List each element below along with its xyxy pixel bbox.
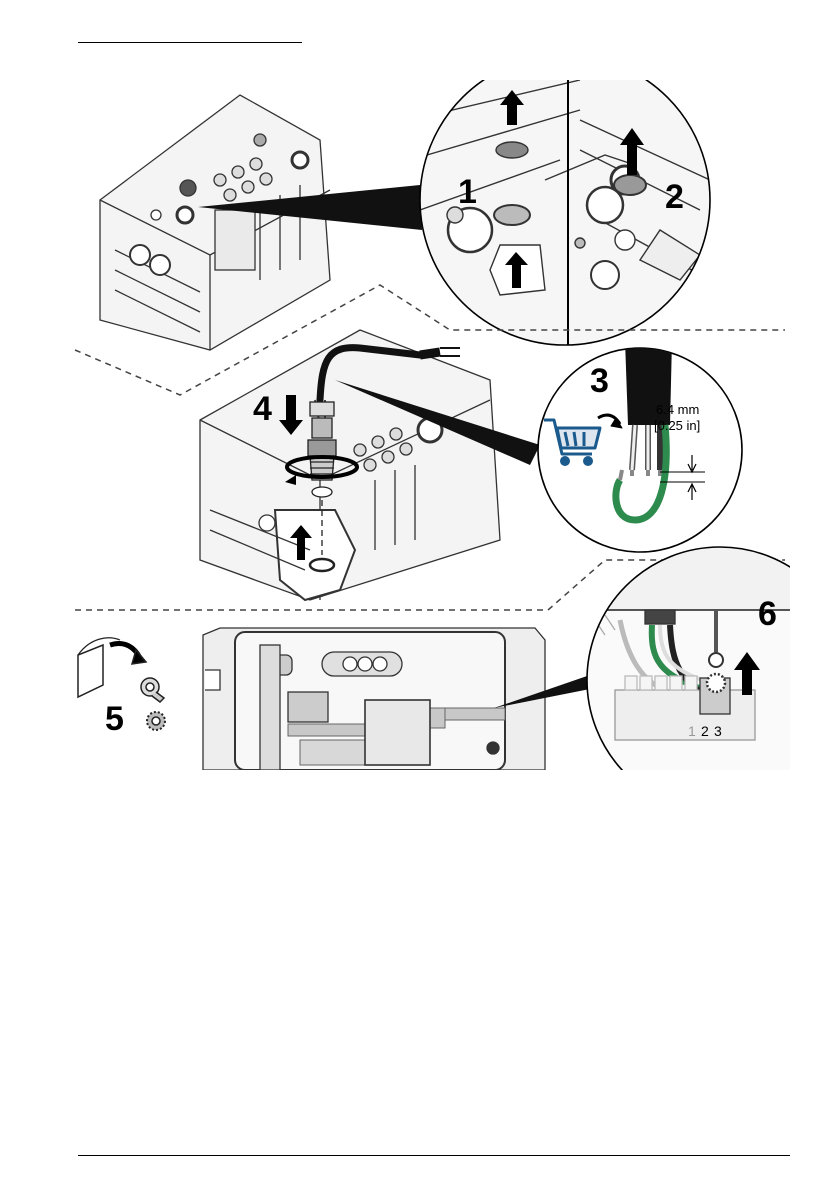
enclosure-open-interior — [203, 628, 545, 770]
step-number-3: 3 — [590, 362, 609, 400]
step-number-2: 2 — [665, 178, 684, 216]
strip-length-inch: [0.25 in] — [654, 418, 700, 433]
terminal-label-3: 3 — [714, 723, 722, 739]
step-number-6: 6 — [758, 595, 777, 633]
terminal-label-2: 2 — [701, 723, 709, 739]
detail-circle-3 — [538, 340, 742, 552]
terminal-label-1: 1 — [688, 723, 696, 739]
footer-rule — [78, 1155, 790, 1156]
strip-length-mm: 6.4 mm — [656, 402, 699, 417]
installation-figure: 1 2 4 — [60, 80, 790, 770]
enclosure-top-view — [100, 95, 330, 350]
enclosure-cable-gland-view — [200, 330, 500, 600]
step-number-1: 1 — [458, 173, 477, 211]
header-rule — [78, 42, 302, 43]
step-number-4: 4 — [253, 390, 272, 428]
step-number-5: 5 — [105, 700, 124, 738]
detail-circle-6 — [580, 540, 790, 770]
